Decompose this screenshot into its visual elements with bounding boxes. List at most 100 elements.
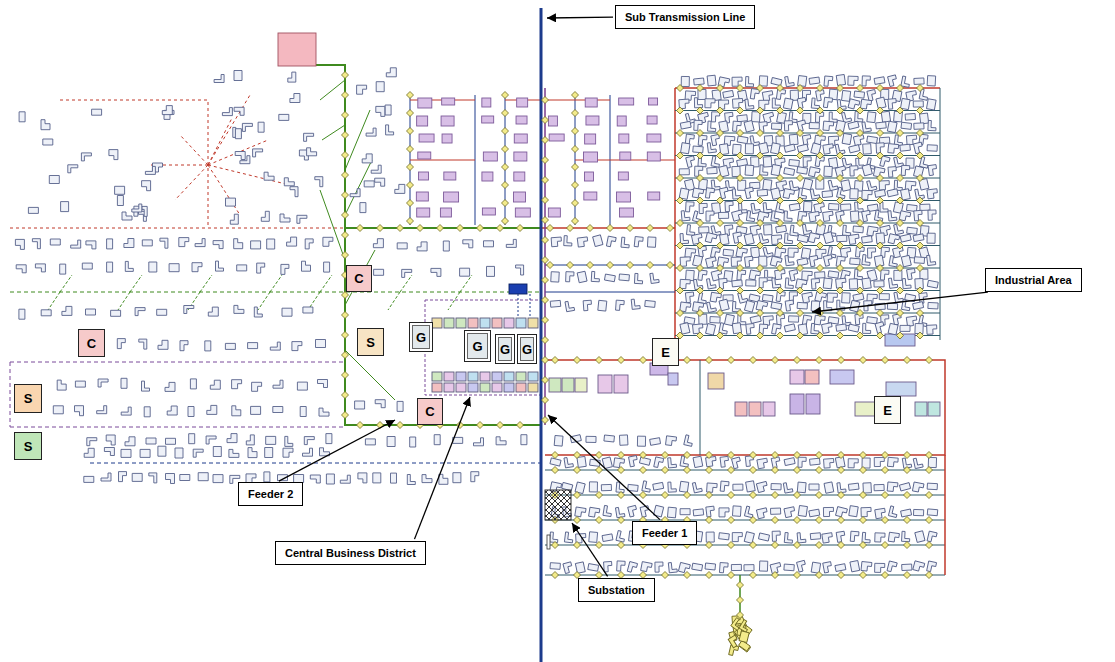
house-symbol <box>207 405 217 414</box>
house-symbol <box>874 457 884 466</box>
building <box>583 152 597 162</box>
pole-marker <box>574 542 581 549</box>
house-symbol <box>160 238 168 248</box>
pole-marker <box>662 467 669 474</box>
house-symbol <box>927 483 937 490</box>
house-symbol <box>797 302 807 309</box>
house-symbol <box>760 165 769 175</box>
house-symbol <box>362 154 372 163</box>
house-symbol <box>598 300 607 311</box>
pole-marker <box>596 452 603 459</box>
house-symbol <box>693 255 703 267</box>
house-symbol <box>848 121 859 129</box>
pole-marker <box>777 197 784 204</box>
house-symbol <box>836 531 845 542</box>
house-symbol <box>593 235 603 247</box>
house-symbol <box>149 473 157 483</box>
pole-marker <box>757 310 764 317</box>
industrial-building <box>708 373 724 389</box>
pole-marker <box>684 492 691 499</box>
pole-marker <box>838 452 845 459</box>
house-symbol <box>125 261 133 271</box>
pole-marker <box>728 467 735 474</box>
house-symbol <box>888 144 899 154</box>
pole-marker <box>717 287 724 294</box>
house-symbol <box>213 241 223 249</box>
house-symbol <box>28 207 38 213</box>
house-symbol <box>284 178 294 186</box>
building <box>514 134 527 143</box>
house-symbol <box>823 562 833 573</box>
pole-marker <box>917 220 924 227</box>
pole-marker <box>757 265 764 272</box>
house-symbol <box>784 211 793 221</box>
house-symbol <box>763 157 772 168</box>
pole-marker <box>750 542 757 549</box>
facility-letter: E <box>661 345 670 360</box>
house-symbol <box>551 272 560 282</box>
facility-tag: S <box>357 328 384 356</box>
house-symbol <box>237 265 247 271</box>
house-symbol <box>694 120 702 130</box>
house-symbol <box>913 509 923 515</box>
pole-marker <box>542 237 549 244</box>
house-symbol <box>251 241 261 249</box>
pole-marker <box>757 130 764 137</box>
pole-marker <box>377 422 384 429</box>
house-symbol <box>784 458 795 466</box>
house-symbol <box>563 562 573 574</box>
pole-marker <box>777 85 784 92</box>
building <box>441 116 454 126</box>
pole-marker <box>662 492 669 499</box>
house-symbol <box>640 506 650 518</box>
house-symbol <box>815 272 825 279</box>
house-symbol <box>16 265 26 273</box>
house-symbol <box>577 237 588 247</box>
pole-marker <box>717 332 724 339</box>
building <box>647 152 660 161</box>
pole-marker <box>857 197 864 204</box>
house-symbol <box>719 187 729 199</box>
cbd-building <box>480 383 490 392</box>
cbd-building <box>492 318 502 328</box>
leader-arrow <box>548 415 660 520</box>
house-symbol <box>35 264 45 272</box>
pole-marker <box>407 218 414 225</box>
house-symbol <box>642 481 652 492</box>
pole-marker <box>837 310 844 317</box>
house-symbol <box>763 179 772 190</box>
house-symbol <box>705 233 717 244</box>
house-symbol <box>628 505 638 517</box>
house-symbol <box>604 435 615 442</box>
house-symbol <box>570 435 581 443</box>
pole-marker <box>647 225 654 232</box>
house-symbol <box>226 198 236 206</box>
house-symbol <box>789 159 800 166</box>
pole-marker <box>917 107 924 114</box>
house-symbol <box>841 204 851 211</box>
pole-marker <box>757 107 764 114</box>
pole-marker <box>567 225 574 232</box>
facility-tag: G <box>495 334 515 364</box>
house-symbol <box>809 123 819 129</box>
pole-marker <box>717 107 724 114</box>
house-symbol <box>366 128 376 136</box>
service-drop <box>448 292 460 310</box>
house-symbol <box>762 294 773 301</box>
pole-marker <box>750 452 757 459</box>
house-symbol <box>302 261 311 271</box>
callout-label: Substation <box>588 584 645 596</box>
leader-arrow <box>572 523 608 576</box>
house-symbol <box>589 532 598 543</box>
house-symbol <box>850 531 859 542</box>
house-symbol <box>303 307 313 313</box>
cbd-building <box>480 318 490 328</box>
house-symbol <box>809 484 819 490</box>
pole-marker <box>697 85 704 92</box>
pole-marker <box>737 242 744 249</box>
house-symbol <box>876 143 885 153</box>
industrial-building <box>928 402 940 416</box>
house-symbol <box>564 236 573 246</box>
house-symbol <box>887 303 897 310</box>
cbd-building <box>504 318 514 328</box>
